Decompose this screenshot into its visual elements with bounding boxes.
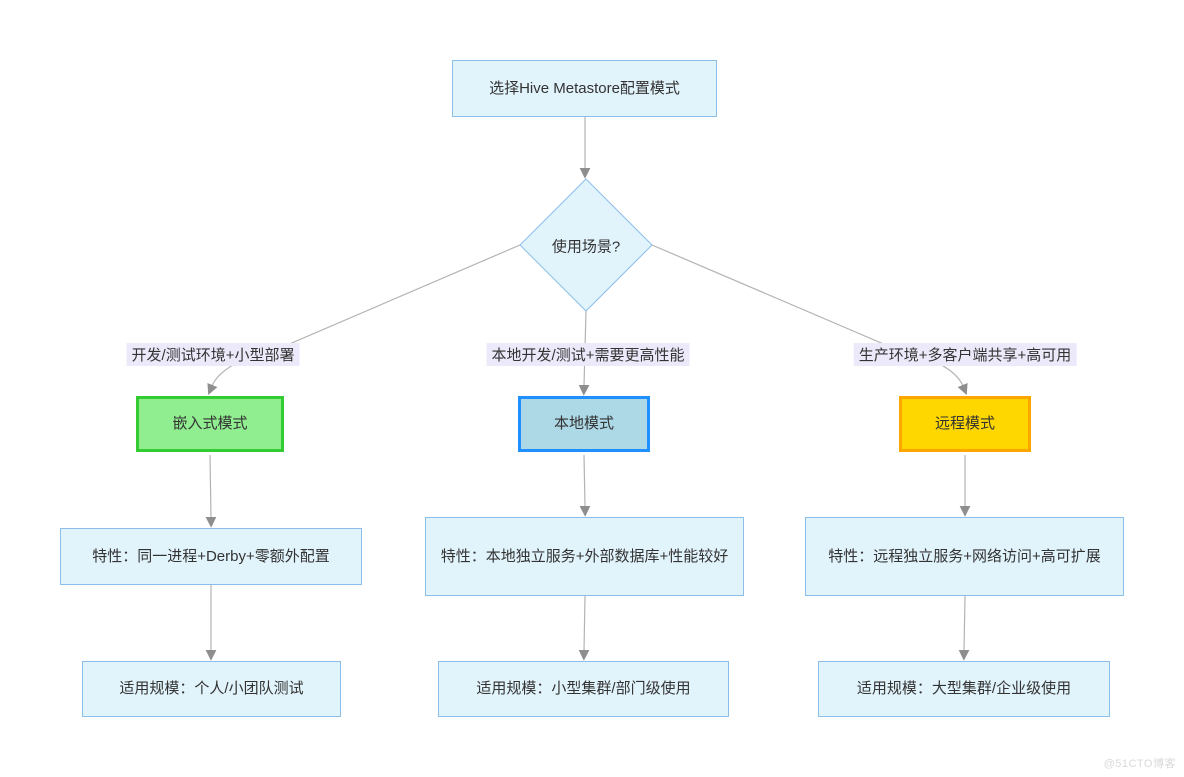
edge-local-to-feature [579,454,591,517]
scale-node-local: 适用规模：小型集群/部门级使用 [438,661,729,717]
edge-label-local: 本地开发/测试+需要更高性能 [486,343,690,366]
scale-node-embedded: 适用规模：个人/小团队测试 [82,661,341,717]
watermark: @51CTO博客 [1103,758,1176,770]
mode-node-remote: 远程模式 [899,396,1031,452]
edge-label-remote: 生产环境+多客户端共享+高可用 [853,343,1077,366]
edge-embedded-to-feature [205,454,217,528]
edge-feature-to-scale-right [958,595,970,661]
scale-node-remote: 适用规模：大型集群/企业级使用 [818,661,1110,717]
mode-node-embedded: 嵌入式模式 [136,396,284,452]
title-node: 选择Hive Metastore配置模式 [452,60,717,117]
edge-label-embedded: 开发/测试环境+小型部署 [126,343,300,366]
edge-feature-to-scale-mid [578,595,590,661]
feature-node-local: 特性：本地独立服务+外部数据库+性能较好 [425,517,744,596]
feature-node-embedded: 特性：同一进程+Derby+零额外配置 [60,528,362,585]
feature-node-remote: 特性：远程独立服务+网络访问+高可扩展 [805,517,1124,596]
mode-node-local: 本地模式 [518,396,650,452]
decision-node-label: 使用场景? [551,238,621,256]
